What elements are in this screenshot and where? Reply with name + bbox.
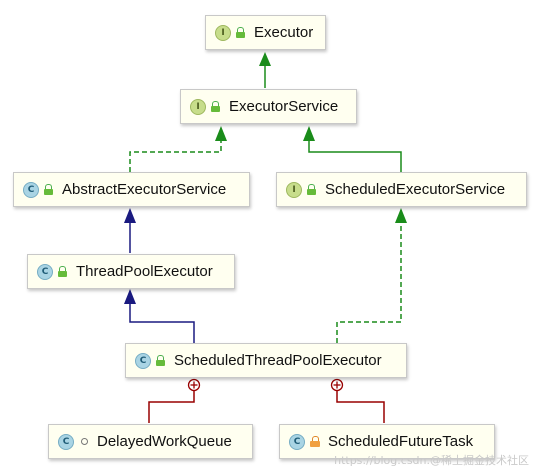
edge-threadpoolexecutor-abstractexecutorservice [124, 208, 136, 253]
edge-scheduledthreadpoolexecutor-threadpoolexecutor [124, 289, 195, 343]
public-lock-icon [156, 354, 166, 367]
public-lock-icon [58, 265, 68, 278]
private-lock-icon [310, 435, 320, 448]
node-delayed-work-queue[interactable]: C DelayedWorkQueue [48, 424, 253, 459]
watermark: https://blog.csdn.@稀土掘金技术社区 [334, 454, 529, 467]
node-label: ScheduledExecutorService [325, 181, 506, 198]
node-scheduled-executor-service[interactable]: I ScheduledExecutorService [276, 172, 527, 207]
node-label: ExecutorService [229, 98, 339, 115]
node-label: DelayedWorkQueue [97, 433, 232, 450]
node-label: ScheduledThreadPoolExecutor [174, 352, 382, 369]
interface-icon: I [215, 24, 231, 41]
public-lock-icon [44, 183, 54, 196]
interface-icon: I [190, 98, 206, 115]
node-scheduled-thread-pool-executor[interactable]: C ScheduledThreadPoolExecutor [125, 343, 407, 378]
edge-scheduledexecutorservice-executorservice [303, 126, 402, 172]
node-executor[interactable]: I Executor [205, 15, 326, 50]
public-lock-icon [307, 183, 317, 196]
edge-executorservice-executor [259, 52, 271, 88]
node-label: ThreadPoolExecutor [76, 263, 213, 280]
interface-icon: I [286, 181, 302, 198]
abstract-class-icon: C [23, 181, 39, 198]
node-abstract-executor-service[interactable]: C AbstractExecutorService [13, 172, 250, 207]
node-thread-pool-executor[interactable]: C ThreadPoolExecutor [27, 254, 235, 289]
static-class-icon: C [58, 433, 74, 450]
class-icon: C [37, 263, 53, 280]
class-icon: C [289, 433, 305, 450]
edge-scheduledthreadpoolexecutor-scheduledexecutorservice [336, 208, 407, 343]
edge-delayedworkqueue-inner [148, 378, 201, 423]
class-icon: C [135, 352, 151, 369]
node-scheduled-future-task[interactable]: C ScheduledFutureTask [279, 424, 495, 459]
node-executor-service[interactable]: I ExecutorService [180, 89, 357, 124]
node-label: ScheduledFutureTask [328, 433, 474, 450]
package-private-icon [81, 438, 88, 445]
public-lock-icon [211, 100, 221, 113]
edge-abstractexecutorservice-executorservice [129, 126, 227, 172]
edge-scheduledfuturetask-inner [330, 378, 385, 423]
public-lock-icon [236, 26, 246, 39]
node-label: AbstractExecutorService [62, 181, 227, 198]
node-label: Executor [254, 24, 314, 41]
